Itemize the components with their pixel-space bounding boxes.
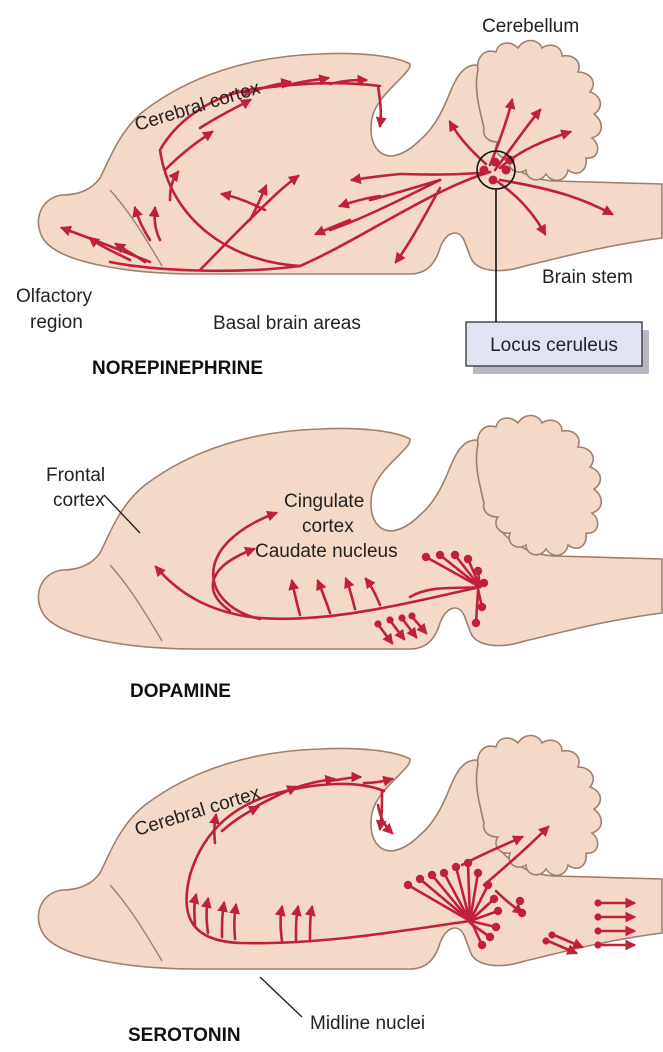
frontal-cortex-leader xyxy=(103,494,141,534)
midline-nuclei-label: Midline nuclei xyxy=(310,1013,425,1034)
frontal-cortex-label-line2: cortex xyxy=(53,490,105,511)
dopamine-title: DOPAMINE xyxy=(130,681,231,702)
dopamine-cells xyxy=(374,550,489,628)
locus-ceruleus-callout xyxy=(465,321,643,367)
dopamine-panel: Frontal cortex Cingulate cortex Caudate … xyxy=(37,414,663,702)
locus-ceruleus-label: Locus ceruleus xyxy=(490,335,618,356)
cingulate-cortex-label-line1: Cingulate xyxy=(284,491,364,512)
raphe-midline-cells xyxy=(403,858,602,950)
dopamine-fibers xyxy=(154,510,486,645)
olfactory-fold xyxy=(109,564,163,642)
cerebellum-label: Cerebellum xyxy=(482,16,579,37)
olfactory-label-line1: Olfactory xyxy=(16,286,93,307)
locus-ceruleus-cells xyxy=(479,155,515,185)
norepinephrine-panel: Locus ceruleus Cerebral cortex Cerebellu… xyxy=(16,16,663,379)
norepinephrine-fibers xyxy=(59,74,614,273)
caudate-nucleus-label: Caudate nucleus xyxy=(255,541,398,562)
cingulate-cortex-label-line2: cortex xyxy=(302,516,354,537)
serotonin-fibers xyxy=(185,771,637,955)
brain-stem-label: Brain stem xyxy=(542,267,633,288)
basal-brain-areas-label: Basal brain areas xyxy=(213,313,361,334)
frontal-cortex-label-line1: Frontal xyxy=(46,465,105,486)
olfactory-fold xyxy=(109,189,163,267)
norepinephrine-title: NOREPINEPHRINE xyxy=(92,358,263,379)
serotonin-title: SEROTONIN xyxy=(128,1025,241,1046)
olfactory-fold xyxy=(109,884,163,962)
serotonin-panel: Cerebral cortex Midline nuclei SEROTONIN xyxy=(37,734,663,1046)
olfactory-label-line2: region xyxy=(30,312,83,333)
midline-nuclei-leader xyxy=(259,976,303,1018)
